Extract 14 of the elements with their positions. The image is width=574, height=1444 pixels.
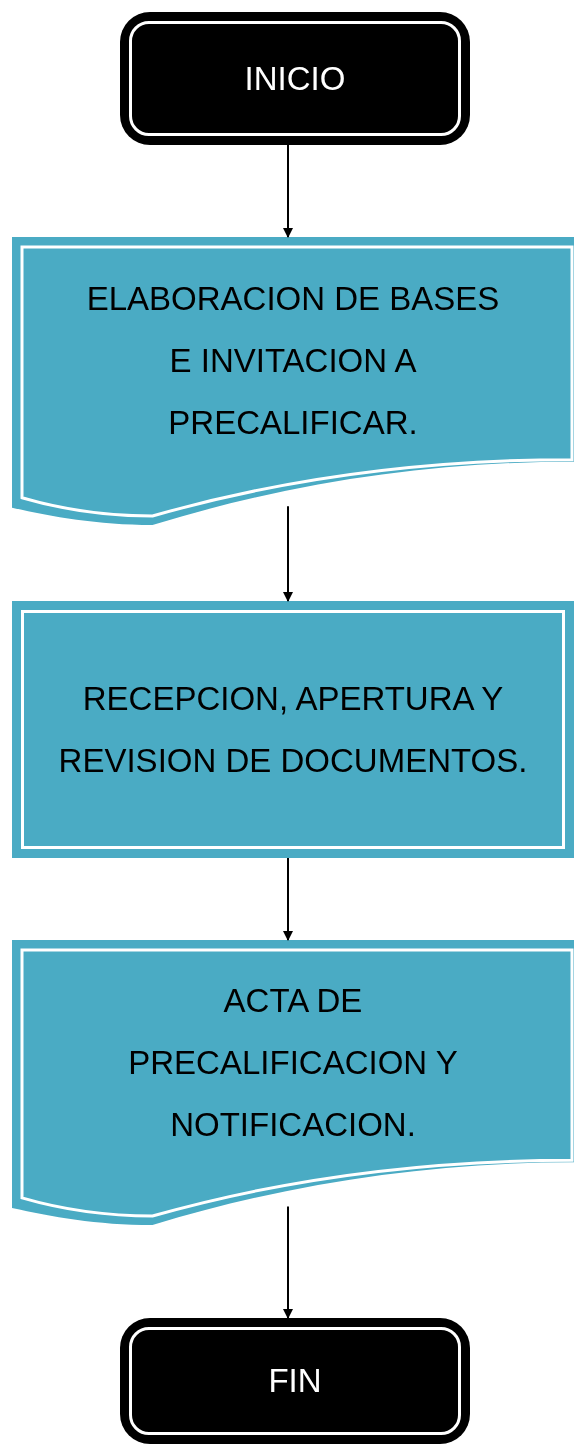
- arrow: [283, 505, 293, 602]
- document-shape: [12, 237, 574, 525]
- document-shape: [12, 940, 574, 1225]
- terminal-box: [120, 1318, 470, 1444]
- arrow: [283, 1205, 293, 1319]
- arrow: [283, 857, 293, 941]
- node-label: FIN: [267, 1361, 323, 1401]
- process-box: [12, 601, 574, 858]
- arrow: [283, 144, 293, 238]
- node-label: RECEPCION, APERTURA Y REVISION DE DOCUMENTOS.: [57, 678, 529, 781]
- node-label: ACTA DE PRECALIFICACION Y NOTIFICACION.: [127, 980, 459, 1145]
- terminal-box: [120, 12, 470, 145]
- node-label: ELABORACION DE BASES E INVITACION A PRECALIFICAR.: [85, 279, 501, 443]
- node-label: INICIO: [243, 58, 347, 99]
